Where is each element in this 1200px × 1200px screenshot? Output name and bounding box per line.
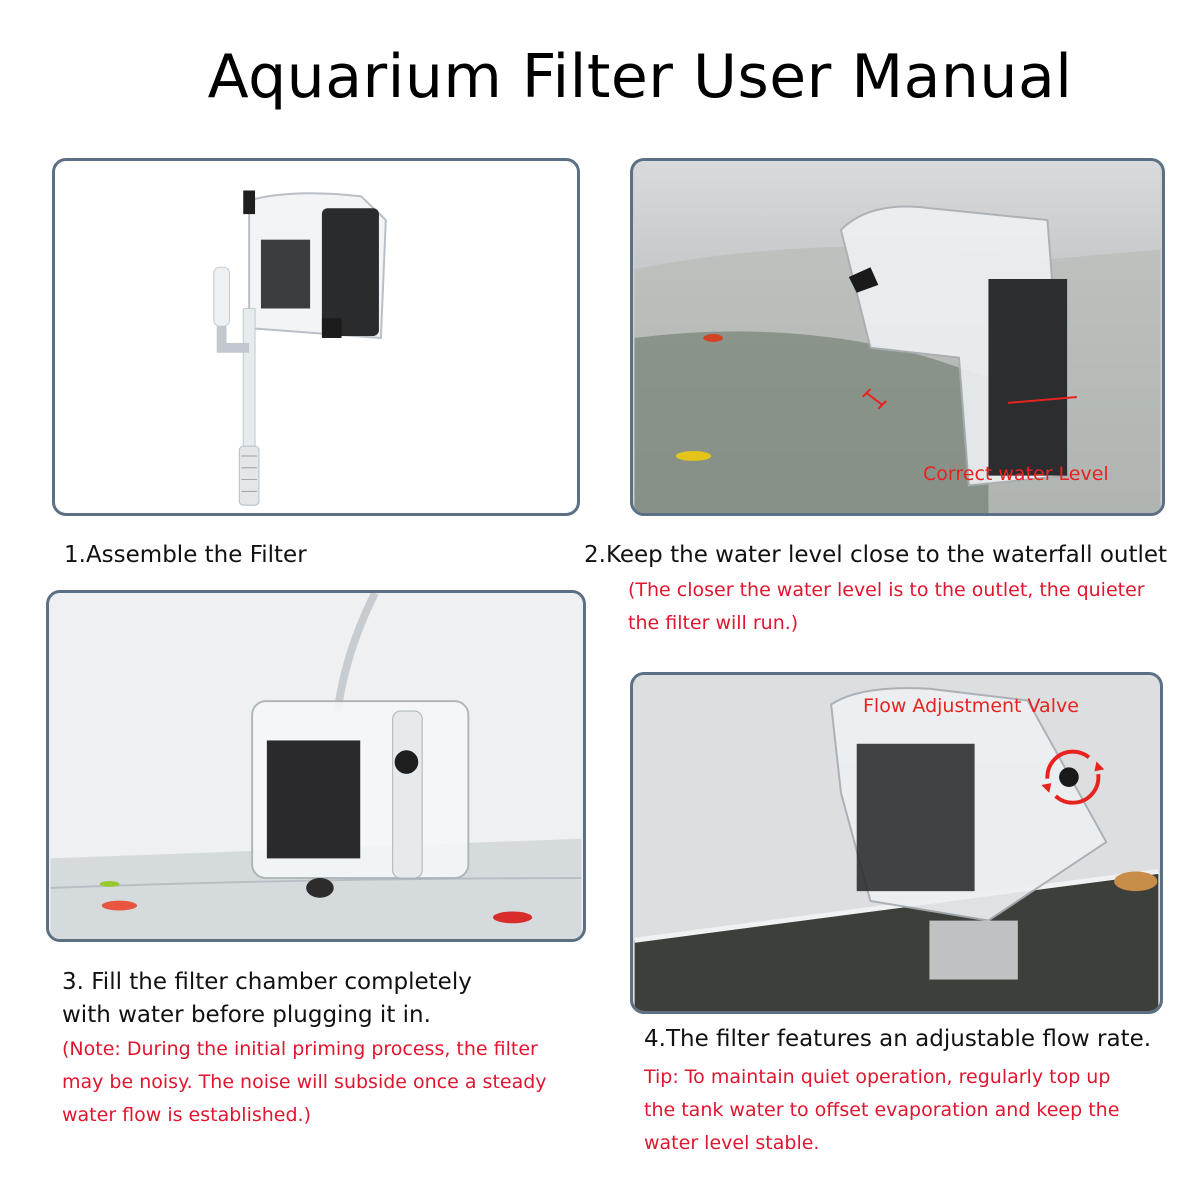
step-3-note-line-3: water flow is established.) — [62, 1104, 312, 1126]
correct-water-level-label: Correct water Level — [923, 463, 1109, 485]
step-2-note-line-2: the filter will run.) — [628, 612, 799, 634]
step-2-note-line-1: (The closer the water level is to the ou… — [628, 579, 1145, 601]
assembled-filter-illustration — [213, 190, 387, 506]
step-3-note-line-1: (Note: During the initial priming proces… — [62, 1038, 538, 1060]
step-4-caption: 4.The filter features an adjustable flow… — [644, 1026, 1152, 1052]
step-3-caption-line-2: with water before plugging it in. — [62, 1002, 431, 1028]
step-1-caption: 1.Assemble the Filter — [64, 542, 307, 568]
fill-chamber-illustration — [50, 593, 582, 939]
step-4-note-line-3: water level stable. — [644, 1132, 820, 1154]
step-4-note-line-2: the tank water to offset evaporation and… — [644, 1099, 1120, 1121]
step-4-note-line-1: Tip: To maintain quiet operation, regula… — [644, 1066, 1111, 1088]
flow-adjustment-valve-label: Flow Adjustment Valve — [863, 695, 1079, 717]
step-3-image-panel — [46, 590, 586, 942]
flow-valve-illustration — [634, 675, 1159, 1011]
step-4-image-panel: Flow Adjustment Valve — [630, 672, 1163, 1014]
step-1-image-panel — [52, 158, 580, 516]
step-3-note-line-2: may be noisy. The noise will subside onc… — [62, 1071, 547, 1093]
step-3-caption-line-1: 3. Fill the filter chamber completely — [62, 969, 472, 995]
step-2-image-panel: Correct water Level — [630, 158, 1165, 516]
step-2-caption: 2.Keep the water level close to the wate… — [584, 542, 1168, 568]
page-title: Aquarium Filter User Manual — [207, 42, 1073, 112]
water-level-illustration — [634, 161, 1161, 513]
